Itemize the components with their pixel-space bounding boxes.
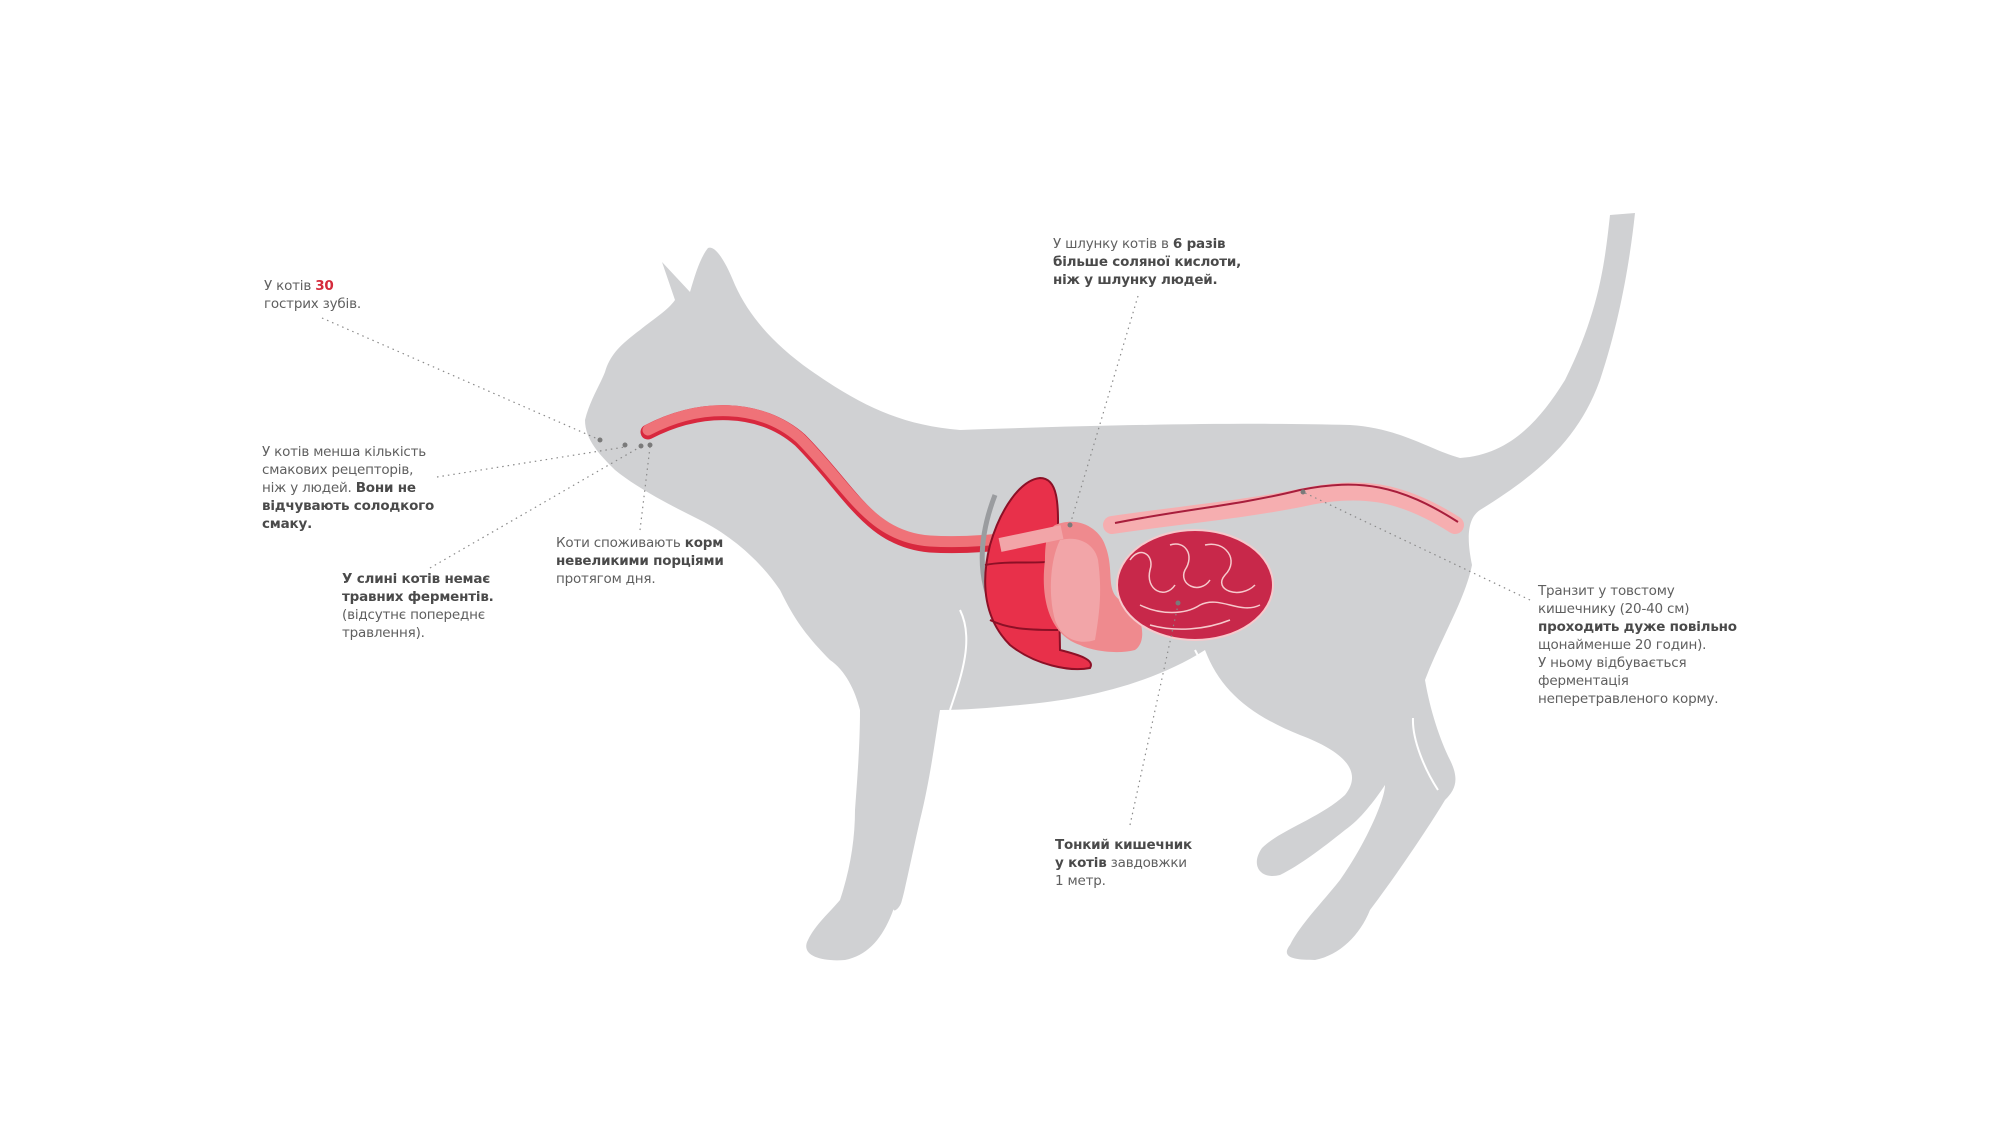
- large-intestine-line2: кишечнику (20-40 см): [1538, 601, 1690, 617]
- saliva-line4: травлення).: [342, 625, 425, 641]
- teeth-text: У котів: [264, 278, 316, 294]
- large-intestine-line1: Транзит у товстому: [1538, 583, 1675, 599]
- annotation-teeth: У котів 30 гострих зубів.: [264, 277, 361, 313]
- small-intestine-line1: Тонкий кишечник: [1055, 837, 1192, 853]
- annotation-small-intestine: Тонкий кишечник у котів завдовжки 1 метр…: [1055, 836, 1192, 890]
- taste-line2: смакових рецепторів,: [262, 462, 414, 478]
- stomach-line1-bold: 6 разів: [1172, 236, 1226, 252]
- large-intestine-line7: неперетравленого корму.: [1538, 691, 1719, 707]
- stomach-line3: ніж у шлунку людей.: [1053, 272, 1218, 288]
- taste-line5-bold: смаку.: [262, 516, 313, 532]
- large-intestine-edge: [1114, 483, 1459, 524]
- teeth-text-line2: гострих зубів.: [264, 296, 361, 312]
- hindleg-outline: [1194, 649, 1231, 706]
- large-intestine-line4: щонайменше 20 годин).: [1538, 637, 1707, 653]
- portions-line3: протягом дня.: [556, 571, 656, 587]
- stomach-band: [998, 525, 1064, 552]
- small-intestine: [1116, 529, 1274, 641]
- annotation-portions: Коти споживають корм невеликими порціями…: [556, 534, 724, 588]
- hind-paw-outline: [1411, 717, 1439, 791]
- small-intestine-line2-bold: у котів: [1055, 855, 1107, 871]
- saliva-line2: травних ферментів.: [342, 589, 494, 605]
- large-intestine-line5: У ньому відбувається: [1538, 655, 1687, 671]
- foreleg-outline: [949, 609, 968, 711]
- anchor-dots: [597, 437, 1306, 606]
- saliva-line1: У слині котів немає: [342, 571, 491, 587]
- stomach-line1: У шлунку котів в: [1053, 236, 1173, 252]
- taste-line3: ніж у людей.: [262, 480, 356, 496]
- small-intestine-coils: [1129, 543, 1261, 630]
- taste-line4-bold: відчувають солодкого: [262, 498, 435, 514]
- large-intestine-line3: проходить дуже повільно: [1538, 619, 1737, 635]
- taste-line3-bold: Вони не: [355, 480, 416, 496]
- large-intestine-line6: ферментація: [1538, 673, 1629, 689]
- stomach-line2: більше соляної кислоти,: [1053, 254, 1242, 270]
- leader-lines: [321, 295, 1531, 826]
- annotation-stomach: У шлунку котів в 6 разів більше соляної …: [1053, 235, 1241, 289]
- stomach: [1050, 538, 1101, 642]
- annotation-large-intestine: Транзит у товстому кишечнику (20-40 см) …: [1538, 582, 1737, 708]
- small-intestine-line3: 1 метр.: [1055, 873, 1106, 889]
- annotation-taste: У котів менша кількість смакових рецепто…: [262, 443, 434, 533]
- small-intestine-line2: завдовжки: [1106, 855, 1187, 871]
- annotation-saliva: У слині котів немає травних ферментів. (…: [342, 570, 494, 642]
- portions-line2: невеликими порціями: [556, 553, 724, 569]
- large-intestine: [1103, 482, 1464, 534]
- saliva-line3: (відсутнє попереднє: [342, 607, 485, 623]
- fore-paw-outline: [907, 764, 939, 896]
- portions-line1-bold: корм: [684, 535, 724, 551]
- portions-line1: Коти споживають: [556, 535, 685, 551]
- teeth-count: 30: [315, 278, 334, 294]
- taste-line1: У котів менша кількість: [262, 444, 427, 460]
